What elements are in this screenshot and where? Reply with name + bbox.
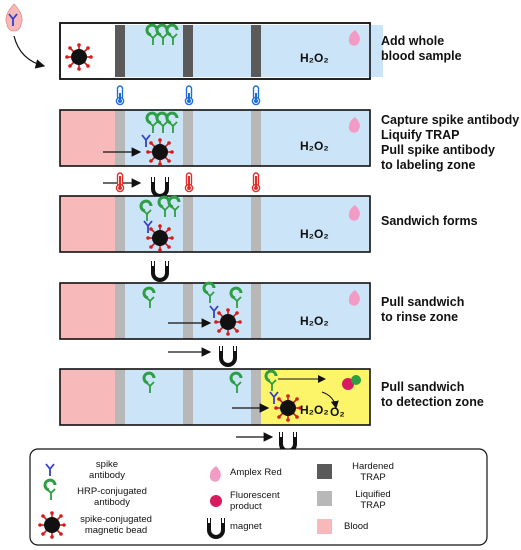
magnet-step-5 xyxy=(236,430,297,453)
legend-blood-swatch xyxy=(317,519,332,534)
step-2-label: Capture spike antibody Liquify TRAP Pull… xyxy=(381,113,520,172)
channel-step-4: H₂O₂ xyxy=(59,281,371,340)
magnet-step-4 xyxy=(168,344,237,367)
channel-step-5: H₂O₂ O₂ xyxy=(59,368,371,426)
legend-blood-label: Blood xyxy=(344,521,369,532)
step-5-label: Pull sandwich to detection zone xyxy=(381,380,484,409)
legend-amplex-label: Amplex Red xyxy=(230,467,282,478)
legend-hrp-label: HRP-conjugated antibody xyxy=(77,486,147,508)
legend-hardened-label: Hardened TRAP xyxy=(352,461,394,483)
thermometers-step-1 xyxy=(115,85,261,106)
blood-sample-drop-icon xyxy=(5,3,23,32)
legend-box xyxy=(29,448,488,546)
o2-step-5: O₂ xyxy=(330,405,345,419)
legend-bead-icon xyxy=(37,510,67,540)
sample-arrow xyxy=(13,35,46,69)
channel-step-2: H₂O₂ xyxy=(59,109,371,167)
channel-step-1: H₂O₂ xyxy=(59,22,383,80)
legend-liquified-label: Liquified TRAP xyxy=(355,489,391,511)
legend-liquified-swatch xyxy=(317,491,332,506)
channel-step-3: H₂O₂ xyxy=(59,195,371,253)
legend-fluorescent-icon xyxy=(210,495,222,507)
legend-bead-label: spike-conjugated magnetic bead xyxy=(80,514,152,536)
legend-hardened-swatch xyxy=(317,464,332,479)
step-1-label: Add whole blood sample xyxy=(381,34,462,63)
h2o2-step-1: H₂O₂ xyxy=(300,51,329,65)
magnet-step-3 xyxy=(151,259,169,282)
h2o2-step-4: H₂O₂ xyxy=(300,314,329,328)
legend-spike-label: spike antibody xyxy=(89,459,125,481)
h2o2-step-2: H₂O₂ xyxy=(300,139,329,153)
h2o2-step-5: H₂O₂ xyxy=(300,403,329,417)
legend-fluorescent-label: Fluorescent product xyxy=(230,490,280,512)
thermometers-magnet-step-2 xyxy=(103,172,261,198)
h2o2-step-3: H₂O₂ xyxy=(300,227,329,241)
step-3-label: Sandwich forms xyxy=(381,214,478,228)
step-4-label: Pull sandwich to rinse zone xyxy=(381,295,465,324)
legend-magnet-label: magnet xyxy=(230,521,262,532)
